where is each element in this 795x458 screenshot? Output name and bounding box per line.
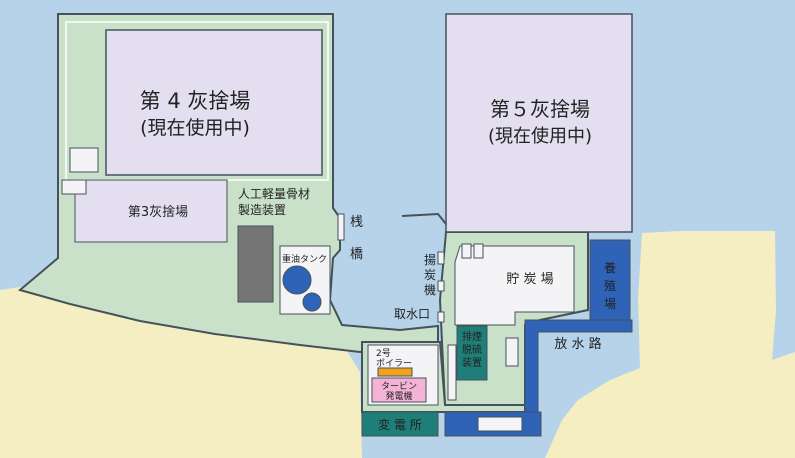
ash-pond-4 [105, 29, 323, 176]
coal-yard [454, 245, 575, 326]
boiler [377, 367, 413, 377]
ash-pond-5-title: 第５灰捨場 [490, 97, 590, 121]
coal-unloader-3 [437, 311, 445, 323]
boiler-label-2: ボイラー [376, 358, 412, 369]
jetty-line [401, 212, 447, 225]
building-small-2 [61, 179, 87, 195]
ash-pond-5-status: (現在使用中) [488, 126, 592, 147]
water-intake-label: 取水口 [394, 307, 430, 321]
coal-unloader-2 [437, 280, 445, 292]
coal-yard-notch-1 [461, 243, 472, 259]
aggregate-plant [237, 225, 274, 303]
pier-label-2: 橋 [350, 247, 363, 262]
building-small-1 [69, 147, 99, 173]
coal-unloader-label-2: 炭 [424, 268, 436, 282]
substation [361, 411, 439, 437]
desulfurization-label-2: 脱硫 [462, 343, 482, 356]
land-east [545, 231, 795, 458]
coal-unloader-label-3: 機 [424, 282, 436, 297]
substation-label: 変 電 所 [378, 417, 422, 432]
aggregate-plant-label-2: 製造装置 [238, 203, 286, 217]
ash-pond-3-label: 第3灰捨場 [128, 204, 188, 220]
coal-yard-notch-2 [473, 243, 484, 259]
ash-pond-5 [445, 13, 633, 233]
outlet-box [477, 416, 523, 432]
ash-pond-3 [74, 179, 228, 243]
ash-pond-4-title: 第 4 灰捨場 [140, 89, 251, 113]
aquaculture-pond [589, 239, 631, 321]
turbine-label-1: タービン [381, 381, 417, 392]
turbine-generator [371, 377, 427, 403]
oil-tank-2 [302, 292, 322, 312]
aquaculture-label-1: 養 [604, 260, 616, 275]
pier [337, 213, 345, 241]
building-small-3 [505, 337, 519, 367]
coal-unloader-label-1: 揚 [424, 253, 436, 267]
land-coastline [0, 287, 362, 458]
aquaculture-label-3: 場 [604, 297, 616, 311]
turbine-label-2: 発電機 [385, 390, 412, 402]
building-small-4 [447, 344, 457, 401]
oil-tank-label: 重油タンク [282, 253, 327, 265]
oil-tank-1 [282, 265, 312, 295]
desulfurization-unit [456, 325, 488, 381]
aquaculture-label-2: 殖 [604, 278, 616, 293]
ash-pond-4-status: (現在使用中) [140, 117, 250, 139]
desulfurization-label-3: 装置 [462, 356, 482, 369]
discharge-channel-label: 放 水 路 [554, 336, 601, 352]
pier-label-1: 桟 [350, 215, 363, 230]
boiler-label-1: 2号 [376, 348, 391, 359]
coal-unloader-1 [437, 251, 445, 265]
coal-yard-label: 貯 炭 場 [506, 272, 553, 287]
aggregate-plant-label-1: 人工軽量骨材 [238, 187, 310, 201]
desulfurization-label-1: 排煙 [462, 330, 482, 343]
